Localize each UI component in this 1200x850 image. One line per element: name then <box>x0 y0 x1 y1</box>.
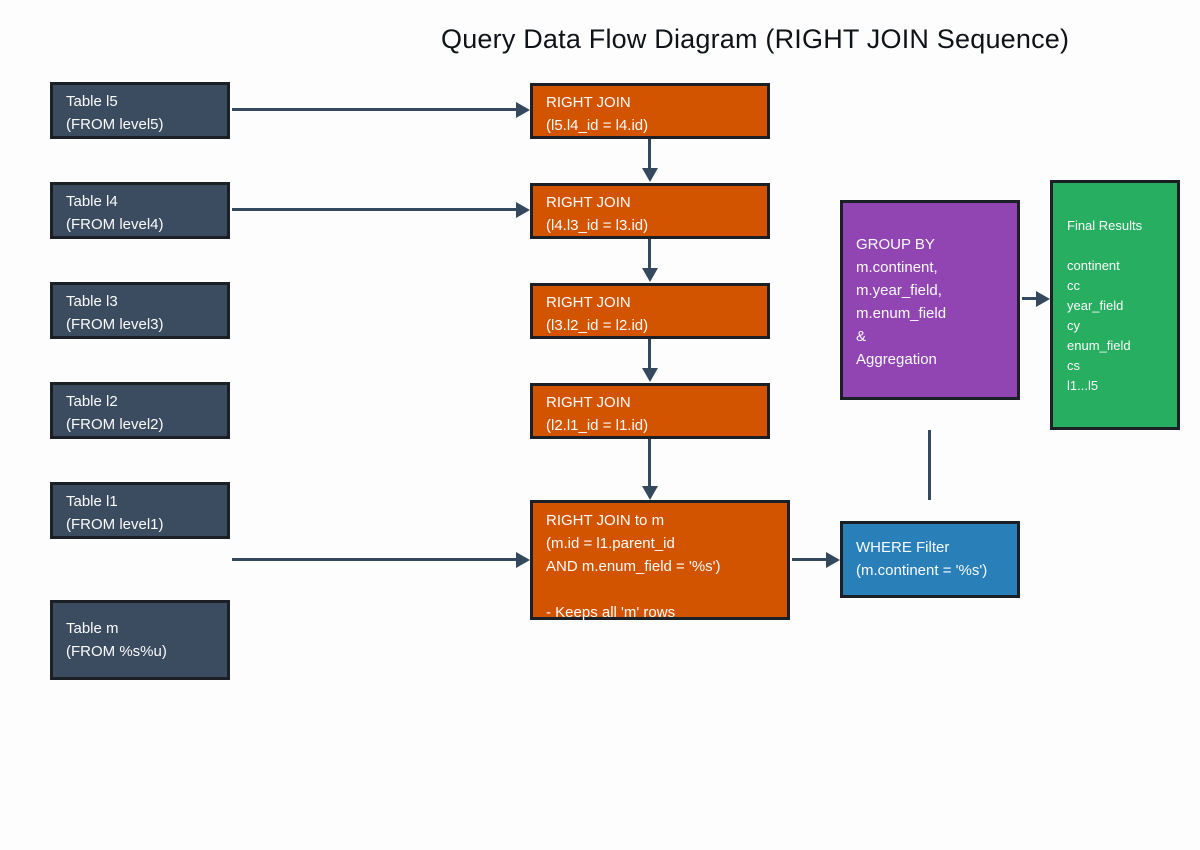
final-results-line: cs <box>1067 358 1080 373</box>
arrow-l5-to-join-line <box>232 108 516 111</box>
table-l3-label: Table l3 <box>66 293 118 310</box>
join-m-line: AND m.enum_field = '%s') <box>546 558 721 575</box>
arrow-joinm-to-where-head <box>826 552 840 568</box>
join-l5-l4-label: RIGHT JOIN <box>546 94 631 111</box>
table-l3-node: Table l3 (FROM level3) <box>50 282 230 339</box>
final-results-line <box>1067 236 1171 256</box>
where-filter-label: WHERE Filter <box>856 539 950 556</box>
join-l5-l4-sub: (l5.l4_id = l4.id) <box>546 117 649 134</box>
arrow-join1-to-join2-head <box>642 168 658 182</box>
arrow-join3-to-join4-head <box>642 368 658 382</box>
table-l5-node: Table l5 (FROM level5) <box>50 82 230 139</box>
where-filter-node: WHERE Filter (m.continent = '%s') <box>840 521 1020 598</box>
arrow-l1m-to-joinm-head <box>516 552 530 568</box>
join-l4-l3-node: RIGHT JOIN (l4.l3_id = l3.id) <box>530 183 770 239</box>
arrow-joinm-to-where-line <box>792 558 826 561</box>
arrow-l4-to-join-line <box>232 208 516 211</box>
table-l1-node: Table l1 (FROM level1) <box>50 482 230 539</box>
arrow-group-to-final-line <box>1022 297 1037 300</box>
final-results-line: cy <box>1067 318 1080 333</box>
group-by-line: Aggregation <box>856 351 937 368</box>
table-l2-label: Table l2 <box>66 393 118 410</box>
arrow-join1-to-join2-line <box>648 139 651 169</box>
join-m-line: - Keeps all 'm' rows <box>546 604 676 621</box>
group-by-line: & <box>856 328 867 345</box>
join-l2-l1-sub: (l2.l1_id = l1.id) <box>546 417 649 434</box>
group-by-node: GROUP BY m.continent, m.year_field, m.en… <box>840 200 1020 400</box>
join-m-line <box>546 578 781 601</box>
arrow-l4-to-join-head <box>516 202 530 218</box>
table-l1-label: Table l1 <box>66 493 118 510</box>
table-l4-label: Table l4 <box>66 193 118 210</box>
join-l2-l1-label: RIGHT JOIN <box>546 394 631 411</box>
join-l4-l3-label: RIGHT JOIN <box>546 194 631 211</box>
diagram-title: Query Data Flow Diagram (RIGHT JOIN Sequ… <box>441 24 1070 54</box>
arrow-join4-to-joinm-head <box>642 486 658 500</box>
connector-where-to-group-line <box>928 430 931 500</box>
group-by-line: m.continent, <box>856 259 938 276</box>
table-m-node: Table m (FROM %s%u) <box>50 600 230 680</box>
join-l5-l4-node: RIGHT JOIN (l5.l4_id = l4.id) <box>530 83 770 139</box>
final-results-line: l1...l5 <box>1067 378 1099 393</box>
where-filter-sub: (m.continent = '%s') <box>856 562 988 579</box>
final-results-line: enum_field <box>1067 338 1131 353</box>
group-by-line: m.year_field, <box>856 282 942 299</box>
join-l3-l2-sub: (l3.l2_id = l2.id) <box>546 317 649 334</box>
final-results-line: Final Results <box>1067 218 1143 233</box>
final-results-line: year_field <box>1067 298 1124 313</box>
group-by-line: GROUP BY <box>856 236 935 253</box>
table-l2-node: Table l2 (FROM level2) <box>50 382 230 439</box>
arrow-join4-to-joinm-line <box>648 439 651 487</box>
arrow-l5-to-join-head <box>516 102 530 118</box>
table-l5-sub: (FROM level5) <box>66 116 164 133</box>
arrow-join2-to-join3-line <box>648 239 651 269</box>
final-results-line: continent <box>1067 258 1120 273</box>
table-l2-sub: (FROM level2) <box>66 416 164 433</box>
table-l4-sub: (FROM level4) <box>66 216 164 233</box>
join-m-node: RIGHT JOIN to m (m.id = l1.parent_id AND… <box>530 500 790 621</box>
arrow-group-to-final-head <box>1036 291 1050 307</box>
join-l3-l2-node: RIGHT JOIN (l3.l2_id = l2.id) <box>530 283 770 339</box>
table-m-sub: (FROM %s%u) <box>66 643 167 660</box>
group-by-line: m.enum_field <box>856 305 947 322</box>
arrow-join3-to-join4-line <box>648 339 651 369</box>
join-m-line: (m.id = l1.parent_id <box>546 535 675 552</box>
final-results-node: Final Results continent cc year_field cy… <box>1050 180 1180 430</box>
table-l5-label: Table l5 <box>66 93 118 110</box>
join-l4-l3-sub: (l4.l3_id = l3.id) <box>546 217 649 234</box>
join-l2-l1-node: RIGHT JOIN (l2.l1_id = l1.id) <box>530 383 770 439</box>
join-l3-l2-label: RIGHT JOIN <box>546 294 631 311</box>
final-results-line: cc <box>1067 278 1080 293</box>
table-m-label: Table m <box>66 620 119 637</box>
arrow-join2-to-join3-head <box>642 268 658 282</box>
table-l3-sub: (FROM level3) <box>66 316 164 333</box>
table-l4-node: Table l4 (FROM level4) <box>50 182 230 239</box>
join-m-line: RIGHT JOIN to m <box>546 512 665 529</box>
table-l1-sub: (FROM level1) <box>66 516 164 533</box>
arrow-l1m-to-joinm-line <box>232 558 516 561</box>
